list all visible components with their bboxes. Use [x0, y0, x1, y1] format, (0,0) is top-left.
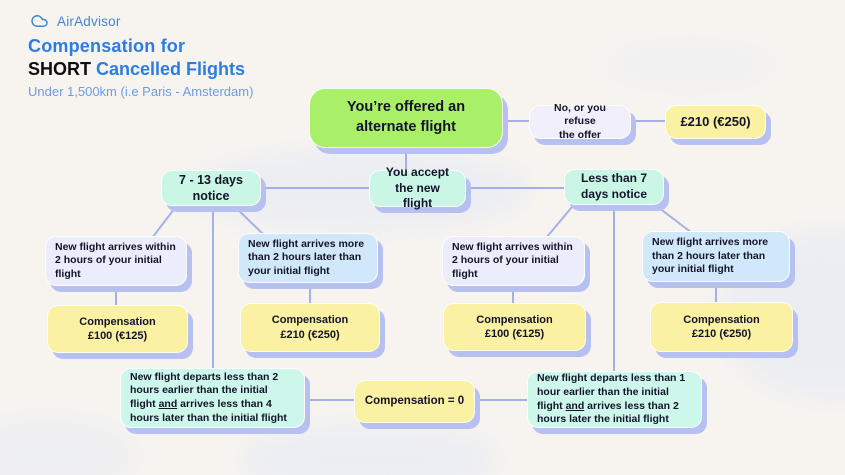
offer-box: You’re offered an alternate flight	[309, 88, 503, 148]
notice-7-13-box: 7 - 13 days notice	[161, 170, 261, 206]
title-subtitle: Under 1,500km (i.e Paris - Amsterdam)	[28, 84, 254, 99]
right-comp-210-box: Compensation £210 (€250)	[650, 302, 793, 352]
title-line1: Compensation for	[28, 36, 186, 56]
bottom-right-condition-box: New flight departs less than 1 hour earl…	[527, 371, 702, 428]
left-comp-210-box: Compensation £210 (€250)	[240, 303, 380, 352]
underlined-and: and	[158, 398, 178, 410]
left-within-2h-box: New flight arrives within 2 hours of you…	[45, 236, 187, 286]
left-comp-100-box: Compensation £100 (€125)	[47, 305, 188, 353]
brand-name: AirAdvisor	[57, 13, 121, 29]
bottom-right-condition-text: New flight departs less than 1 hour earl…	[537, 372, 686, 426]
right-comp-100-box: Compensation £100 (€125)	[443, 303, 586, 351]
title-cancelled-flights: Cancelled Flights	[91, 59, 246, 79]
refuse-compensation-box: £210 (€250)	[665, 105, 766, 139]
bottom-left-condition-text: New flight departs less than 2 hours ear…	[130, 370, 287, 424]
right-within-2h-box: New flight arrives within 2 hours of you…	[442, 236, 585, 286]
compensation-zero-box: Compensation = 0	[354, 380, 475, 423]
right-more-2h-box: New flight arrives more than 2 hours lat…	[642, 231, 790, 282]
background-cloud	[600, 40, 780, 90]
brand-logo: AirAdvisor	[28, 12, 253, 30]
accept-box: You accept the new flight	[369, 165, 466, 210]
cloud-icon	[28, 12, 51, 30]
underlined-and: and	[565, 399, 585, 412]
background-cloud	[240, 425, 500, 475]
title-short: SHORT	[28, 59, 91, 79]
left-more-2h-box: New flight arrives more than 2 hours lat…	[238, 233, 378, 283]
notice-less7-box: Less than 7 days notice	[564, 169, 664, 205]
title-line2: SHORT Cancelled Flights	[28, 59, 253, 80]
bottom-left-condition-box: New flight departs less than 2 hours ear…	[120, 368, 305, 428]
page-header: AirAdvisor Compensation for SHORT Cancel…	[28, 12, 254, 100]
refuse-box: No, or you refuse the offer	[529, 102, 631, 141]
